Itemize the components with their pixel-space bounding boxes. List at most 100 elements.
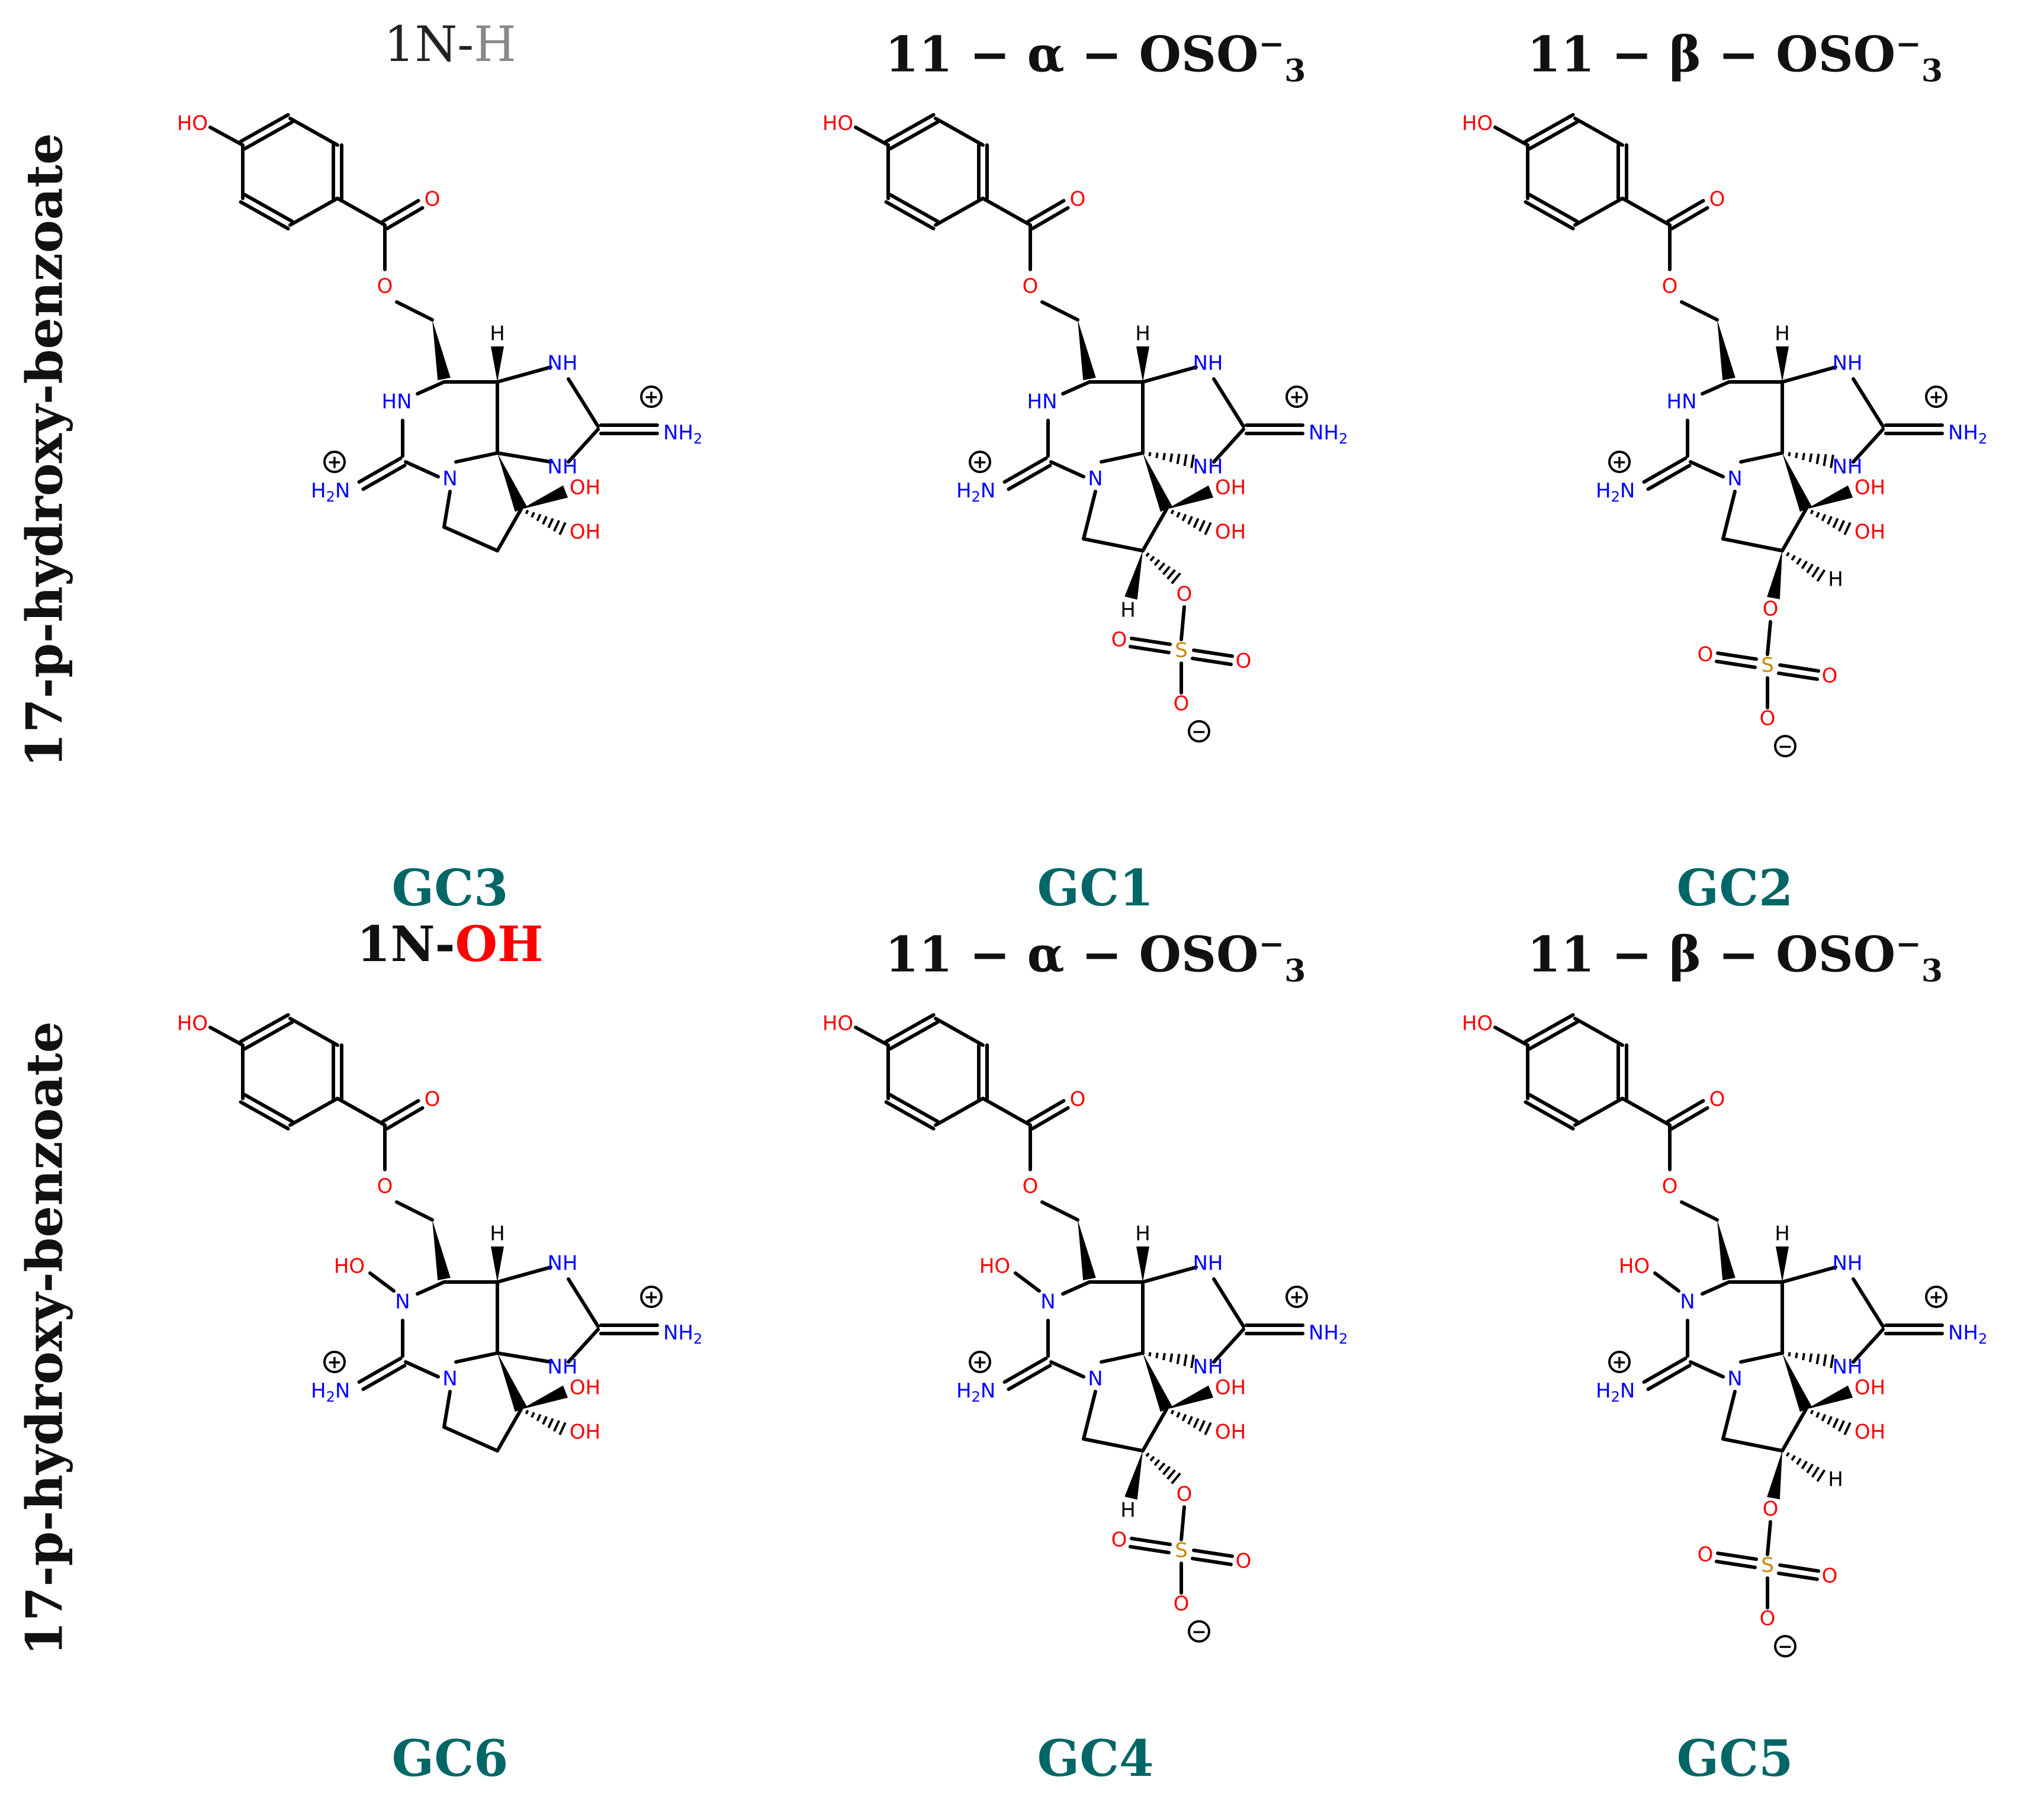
n3-label: N (442, 467, 457, 491)
benzene-bond (1528, 120, 1579, 151)
ch2-wedge-bond (432, 1220, 451, 1281)
svg-text:−: − (1191, 1622, 1206, 1643)
n3-label: N (1727, 467, 1742, 491)
sulfate-double-bond (1714, 659, 1757, 669)
ring-bond (496, 1408, 523, 1453)
h-hash-bond (1785, 1452, 1826, 1482)
ring-bond (1781, 1408, 1808, 1453)
ring-carbonyl-bond (981, 1097, 1032, 1127)
carbonyl-oxygen-label: O (1070, 1088, 1086, 1111)
ring-bond (1721, 490, 1737, 541)
h-label: H (1135, 1222, 1150, 1246)
hydroxyl-label: HO (822, 1012, 853, 1036)
ring-carbonyl-bond (1621, 1097, 1672, 1127)
hydroxyl-label: HO (1462, 1012, 1493, 1036)
benzene-bond (884, 1100, 936, 1131)
sulfate-oxygen-label: O (1822, 664, 1838, 688)
h2n-label: H2N (311, 1379, 350, 1406)
row-label-top: 17-p-hydroxy-benzoate (0, 36, 89, 865)
plus-charge: + (1925, 1286, 1947, 1308)
benzene-bond (288, 1097, 339, 1127)
minus-charge: − (1774, 735, 1796, 757)
benzene-bond (884, 113, 936, 143)
carbonyl-double-bond (1670, 206, 1709, 231)
ester-ch2-bond (1680, 300, 1719, 322)
ring-bond (1781, 365, 1837, 384)
ring-bond (1721, 537, 1784, 552)
svg-text:+: + (1289, 387, 1304, 408)
row-label-bottom: 17-p-hydroxy-benzoate (0, 924, 89, 1753)
oh-label: OH (1855, 1376, 1885, 1400)
carbonyl-double-bond (1026, 198, 1066, 223)
oh-hash-bond (525, 509, 567, 535)
sulfate-double-bond (1716, 1551, 1759, 1562)
n3-label: N (442, 1367, 457, 1391)
sulfate-double-bond (1776, 1571, 1819, 1581)
svg-text:+: + (327, 1352, 342, 1373)
sulfur-label: S (1175, 639, 1188, 663)
sulfate-oxygen-label: O (1174, 1592, 1190, 1616)
benzene-bond (1524, 113, 1575, 143)
sulfate-double-bond (1714, 1559, 1757, 1569)
benzene-bond (239, 1013, 290, 1043)
nh-hash-bond (1788, 452, 1834, 468)
carbonyl-double-bond (385, 206, 425, 231)
row-label-text: 17-p-hydroxy-benzoate (15, 1021, 74, 1656)
ch2-wedge-bond (1717, 1220, 1736, 1281)
oh-wedge-bond (1806, 485, 1853, 509)
benzene-bond (888, 1020, 940, 1051)
imine-double-bond (1642, 1356, 1688, 1384)
h-wedge-bond (1124, 1451, 1143, 1500)
ring-bond (404, 1360, 440, 1379)
sulfate-ester-oxygen-label: O (1763, 597, 1779, 621)
ring-wedge-bond (497, 1353, 528, 1412)
ring-bond (1141, 507, 1168, 552)
ring-bond (567, 377, 600, 428)
ring-bond (442, 525, 499, 552)
nh-label: NH (548, 352, 578, 375)
sulfur-label: S (1761, 654, 1774, 677)
sulfate-double-bond (1776, 671, 1819, 681)
benzene-bond (288, 1017, 339, 1047)
n3-label: N (1088, 1367, 1103, 1391)
oh-hash-bond (1170, 509, 1212, 535)
imine-double-bond (357, 456, 403, 484)
ring-carbonyl-bond (981, 197, 1032, 227)
ring-bond (1212, 1328, 1245, 1364)
sulfate-oxygen-label: O (1111, 628, 1127, 652)
hydroxyl-bond (1493, 126, 1529, 147)
hydroxyl-label: HO (177, 1012, 208, 1036)
ring-bond (1100, 451, 1145, 464)
panel-title: 11 − α − OSO−3 (885, 926, 1306, 989)
ring-bond (416, 380, 446, 396)
sulfate-double-bond (1192, 1548, 1235, 1559)
nh-hash-bond (1788, 1352, 1834, 1368)
ring-bond (1852, 1277, 1885, 1328)
ring-bond (1049, 460, 1085, 478)
benzene-bond (243, 120, 294, 151)
benzene-bond (1573, 117, 1624, 147)
compound-code: GC5 (1676, 1729, 1794, 1788)
imine-double-bond (1642, 456, 1688, 484)
carbonyl-double-bond (1026, 1098, 1066, 1123)
ring-bond (1141, 1265, 1198, 1284)
carbonyl-oxygen-label: O (425, 188, 441, 211)
imine-double-bond (1002, 1356, 1048, 1384)
sulfate-bond (1180, 605, 1186, 641)
nh-label: NH (1193, 352, 1223, 375)
ring-bond (1061, 380, 1091, 396)
svg-text:+: + (327, 452, 342, 473)
plus-charge: + (1608, 451, 1631, 473)
panel-title: 11 − α − OSO−3 (885, 26, 1306, 89)
plus-charge: + (323, 451, 346, 473)
benzene-bond (888, 192, 940, 223)
h2n-label: H2N (956, 1379, 995, 1406)
ring-bond (404, 460, 440, 478)
sulfate-ester-oxygen-label: O (1763, 1498, 1779, 1521)
hydroxyl-label: HO (1462, 112, 1493, 136)
minus-charge: − (1188, 1620, 1210, 1643)
carbonyl-oxygen-label: O (425, 1088, 441, 1111)
